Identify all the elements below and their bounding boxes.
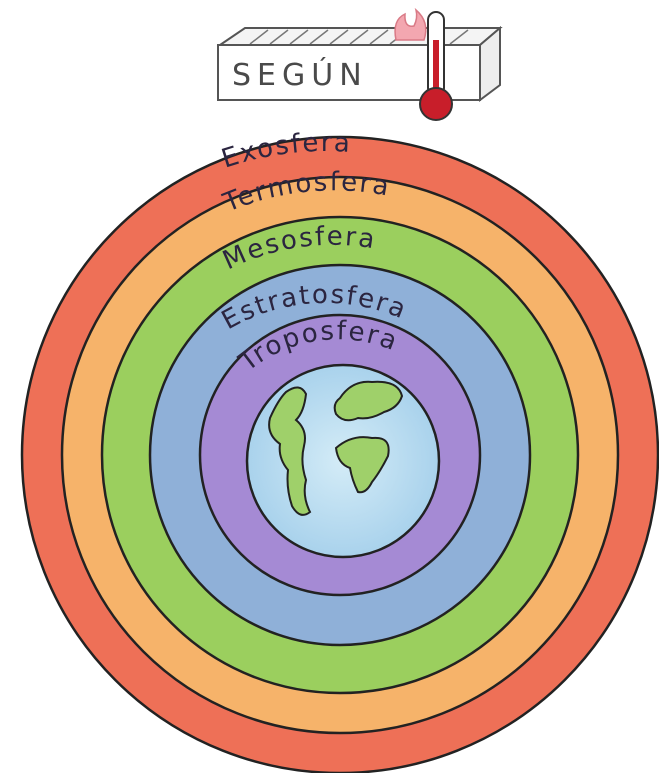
flame-icon bbox=[395, 10, 426, 40]
earth-icon bbox=[247, 365, 439, 557]
sign-label: SEGÚN bbox=[232, 56, 368, 93]
sign-group: SEGÚN bbox=[218, 10, 500, 120]
